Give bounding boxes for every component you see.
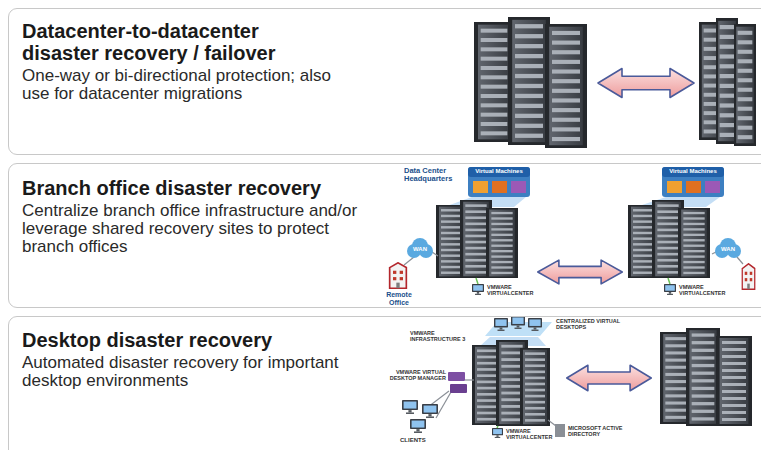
server-rack xyxy=(716,336,752,426)
panel-heading: Desktop disaster recovery xyxy=(22,329,402,351)
illustration-label: VMWARE VIRTUALCENTER xyxy=(487,284,539,296)
panel-heading: Datacenter-to-datacenter disaster recove… xyxy=(22,20,322,64)
client-icon xyxy=(422,404,438,418)
double-arrow xyxy=(598,69,694,98)
scenario-panel: Branch office disaster recoveryCentraliz… xyxy=(8,163,761,308)
panel-description: Automated disaster recovery for importan… xyxy=(22,354,352,390)
virtual-desktop-icon xyxy=(528,318,542,331)
illustration-label: WAN xyxy=(716,246,740,253)
network-line xyxy=(548,420,556,426)
remote-office-building xyxy=(742,264,755,289)
vm-icon xyxy=(492,181,507,193)
illustration-label: CENTRALIZED VIRTUAL DESKTOPS xyxy=(556,318,626,330)
server-rack xyxy=(486,208,518,278)
desktop-manager-icon xyxy=(448,372,465,381)
network-line xyxy=(432,252,438,256)
illustration-label: Virtual Machines xyxy=(468,168,530,175)
vm-box-header xyxy=(662,167,724,177)
vm-box xyxy=(662,167,724,197)
network-line xyxy=(476,278,478,284)
illustration-label: VMWARE INFRASTRUCTURE 3 xyxy=(410,330,476,342)
vm-icon xyxy=(473,181,488,193)
server-rack xyxy=(545,24,587,148)
wan-cloud xyxy=(715,238,741,258)
illustration-label: MICROSOFT ACTIVE DIRECTORY xyxy=(568,425,638,437)
vm-icon xyxy=(705,181,720,193)
virtual-desktop-icon xyxy=(494,318,508,331)
network-line xyxy=(668,278,670,284)
illustration-label: VMWARE VIRTUAL DESKTOP MANAGER xyxy=(386,369,446,381)
panel-heading: Branch office disaster recovery xyxy=(22,177,402,199)
network-line xyxy=(436,392,451,418)
desktop-manager-icon xyxy=(450,384,467,393)
illustration-label: Data Center Headquarters xyxy=(404,167,462,184)
virtualcenter-icon xyxy=(472,284,484,295)
illustration-label: VMWARE VIRTUALCENTER xyxy=(679,284,731,296)
illustration-label: CLIENTS xyxy=(400,437,440,444)
client-icon xyxy=(410,419,426,433)
virtualcenter-icon xyxy=(492,428,503,438)
active-directory-icon xyxy=(555,424,565,437)
server-rack xyxy=(520,348,550,426)
network-line xyxy=(465,379,474,380)
network-line xyxy=(737,257,743,264)
illustration-label: WAN xyxy=(408,246,432,253)
virtualcenter-icon xyxy=(664,284,676,295)
server-rack xyxy=(686,328,720,426)
scenario-panel: Desktop disaster recoveryAutomated disas… xyxy=(8,316,761,450)
double-arrow xyxy=(538,260,622,284)
vm-icon xyxy=(686,181,701,193)
vm-box xyxy=(468,167,530,197)
vm-icon xyxy=(511,181,526,193)
illustration-label: Virtual Machines xyxy=(662,168,724,175)
vm-icon xyxy=(667,181,682,193)
illustration-label: Remote Office xyxy=(378,291,420,306)
scenario-panel: Datacenter-to-datacenter disaster recove… xyxy=(8,8,761,155)
panel-description: One-way or bi-directional protection; al… xyxy=(22,67,352,103)
illustration-label: VMWARE VIRTUALCENTER xyxy=(506,428,556,440)
remote-office-building xyxy=(390,263,407,288)
network-line xyxy=(404,257,414,265)
virtual-desktop-icon xyxy=(511,316,525,329)
double-arrow xyxy=(567,365,651,391)
server-rack xyxy=(734,24,756,146)
panel-description: Centralize branch office infrastructure … xyxy=(22,202,382,256)
network-line xyxy=(497,426,498,428)
server-rack xyxy=(508,17,550,145)
server-rack xyxy=(678,208,710,278)
vm-box-header xyxy=(468,167,530,177)
wan-cloud xyxy=(407,238,433,258)
client-icon xyxy=(402,400,418,414)
